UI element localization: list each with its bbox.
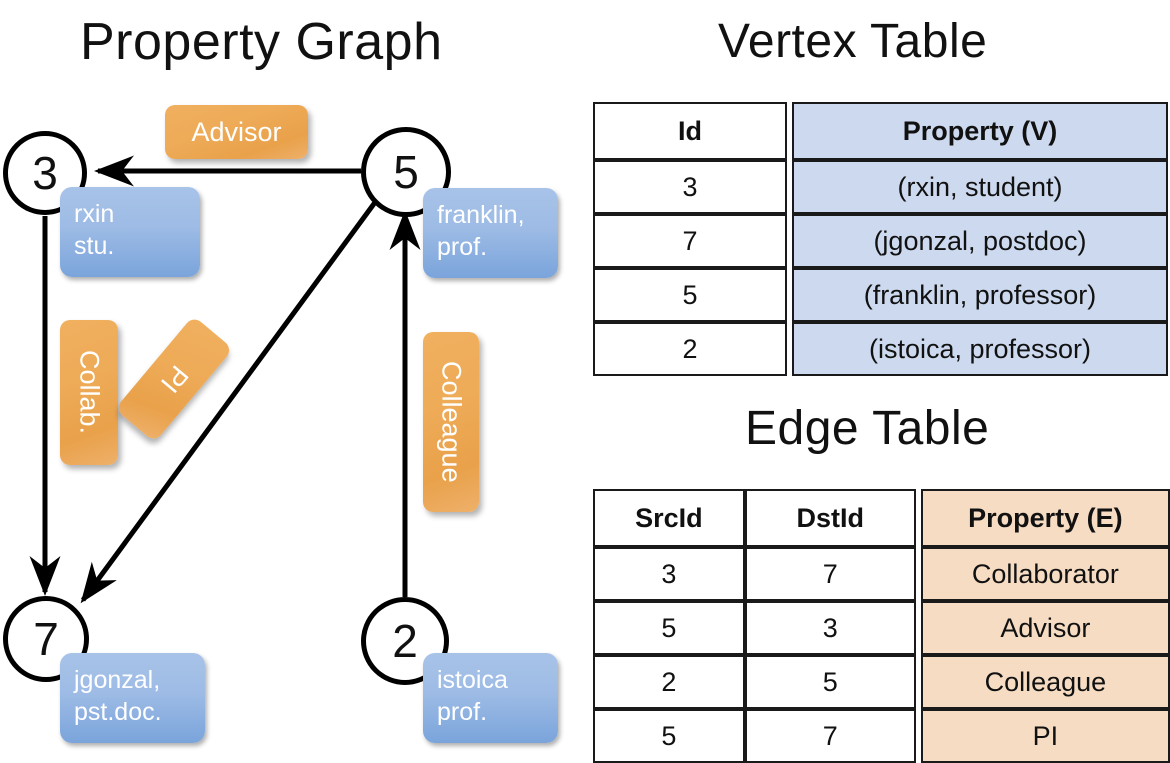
edge-cell-dst: 3 (744, 601, 916, 655)
edge-cell-src: 2 (593, 655, 745, 709)
vertex-table-column-gap (787, 322, 792, 376)
edge-cell-property: Collaborator (920, 547, 1170, 601)
property-graph-diagram: 3 5 7 2 rxin stu. franklin, prof. jgonza… (0, 0, 585, 760)
node-property-box-istoica: istoica prof. (423, 653, 558, 743)
vertex-table-column-gap (787, 268, 792, 322)
node-property-box-rxin: rxin stu. (60, 187, 200, 277)
edge-cell-property: Advisor (920, 601, 1170, 655)
node-property-box-franklin: franklin, prof. (423, 188, 558, 278)
vertex-table: Id Property (V) 3 (rxin, student) 7 (jgo… (593, 102, 1168, 376)
vertex-cell-id: 7 (593, 214, 787, 268)
edge-cell-src: 5 (593, 709, 745, 763)
vertex-cell-id: 3 (593, 160, 787, 214)
edge-table-column-gap (915, 489, 921, 547)
edge-table-column-gap (915, 547, 921, 601)
table-row: 5 3 Advisor (593, 601, 1170, 655)
vertex-table-header-id: Id (593, 102, 787, 160)
vertex-cell-property: (istoica, professor) (792, 322, 1168, 376)
edge-label-colleague-text: Colleague (436, 361, 467, 483)
edge-table: SrcId DstId Property (E) 3 7 Collaborato… (593, 489, 1170, 763)
edge-label-collab-text: Collab. (74, 350, 105, 435)
edge-table-column-gap (915, 655, 921, 709)
vertex-cell-id: 5 (593, 268, 787, 322)
edge-label-colleague: Colleague (423, 332, 479, 512)
table-row: 5 (franklin, professor) (593, 268, 1168, 322)
edge-label-pi: PI (114, 315, 234, 443)
graph-node-2[interactable]: 2 (361, 597, 449, 685)
vertex-cell-property: (rxin, student) (792, 160, 1168, 214)
vertex-table-column-gap (787, 102, 792, 160)
vertex-cell-id: 2 (593, 322, 787, 376)
vertex-cell-property: (franklin, professor) (792, 268, 1168, 322)
edge-cell-src: 5 (593, 601, 745, 655)
edge-table-column-gap (915, 709, 921, 763)
table-row: 3 (rxin, student) (593, 160, 1168, 214)
edge-table-header-dstid: DstId (744, 489, 916, 547)
edge-table-header-property: Property (E) (920, 489, 1170, 547)
page-title-property-graph: Property Graph (80, 13, 443, 71)
vertex-cell-property: (jgonzal, postdoc) (792, 214, 1168, 268)
table-row: 2 (istoica, professor) (593, 322, 1168, 376)
vertex-table-column-gap (787, 214, 792, 268)
edge-label-advisor: Advisor (165, 105, 308, 159)
node-property-box-jgonzal: jgonzal, pst.doc. (60, 653, 205, 743)
edge-cell-dst: 7 (744, 547, 916, 601)
edge-cell-property: PI (920, 709, 1170, 763)
edge-table-header-row: SrcId DstId Property (E) (593, 489, 1170, 547)
edge-table-column-gap (915, 601, 921, 655)
page-title-edge-table: Edge Table (745, 402, 990, 455)
edge-cell-dst: 7 (744, 709, 916, 763)
edge-cell-src: 3 (593, 547, 745, 601)
edge-cell-dst: 5 (744, 655, 916, 709)
vertex-table-header-property: Property (V) (792, 102, 1168, 160)
vertex-table-column-gap (787, 160, 792, 214)
table-row: 5 7 PI (593, 709, 1170, 763)
edge-label-collab: Collab. (60, 320, 118, 465)
table-row: 7 (jgonzal, postdoc) (593, 214, 1168, 268)
table-row: 2 5 Colleague (593, 655, 1170, 709)
page-title-vertex-table: Vertex Table (718, 15, 988, 68)
edge-label-pi-text: PI (154, 359, 195, 399)
edge-cell-property: Colleague (920, 655, 1170, 709)
table-row: 3 7 Collaborator (593, 547, 1170, 601)
vertex-table-header-row: Id Property (V) (593, 102, 1168, 160)
edge-table-header-srcid: SrcId (593, 489, 745, 547)
